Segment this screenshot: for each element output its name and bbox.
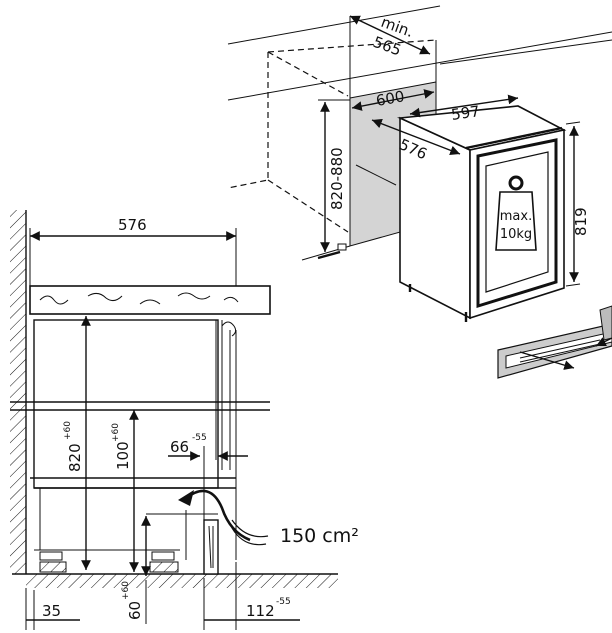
appliance-3d: 597 576 819 max. 10kg <box>371 94 590 322</box>
worktop-depth-label: 576 <box>118 216 147 234</box>
foot-tol-label: +60 <box>121 581 131 600</box>
plinth-base-label: 100 <box>114 441 132 470</box>
unit-height-label: 819 <box>572 207 590 236</box>
side-section: 576 820 +60 100 +60 <box>10 210 359 630</box>
height-tol-label: +60 <box>63 421 73 440</box>
niche-height-label: 820-880 <box>328 147 346 210</box>
niche-width-label: 600 <box>375 87 406 110</box>
vent-area-label: 150 cm² <box>280 525 359 547</box>
rear-base-label: 112 <box>246 602 275 620</box>
plinth-vent-grille <box>497 305 612 379</box>
weight-max-label: max. <box>500 209 532 224</box>
unit-width-label: 597 <box>450 102 481 124</box>
left-clearance-label: 35 <box>42 602 61 620</box>
weight-icon: max. 10kg <box>495 175 537 251</box>
gap-tol-label: -55 <box>192 433 207 443</box>
plinth-tol-label: +60 <box>111 423 121 442</box>
foot-base-label: 60 <box>126 601 144 620</box>
weight-kg-label: 10kg <box>500 227 532 242</box>
gap-base-label: 66 <box>170 438 189 456</box>
height-base-label: 820 <box>66 443 84 472</box>
rear-tol-label: -55 <box>276 597 291 607</box>
